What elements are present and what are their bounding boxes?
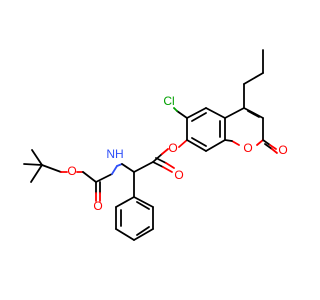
carbamate-oxygen-label: O — [67, 164, 76, 178]
bond-lines — [23, 49, 278, 241]
ester-oxygen-label: O — [168, 141, 177, 155]
atom-labels: Cl NH O O O O O O — [67, 94, 287, 213]
molecular-structure-diagram: Cl NH O O O O O O — [23, 49, 288, 241]
ring-oxygen-label: O — [243, 141, 252, 155]
nitrogen-amine-label: NH — [106, 147, 123, 161]
carbamate-carbonyl-oxygen-label: O — [93, 199, 102, 213]
lactone-carbonyl-oxygen-label: O — [278, 143, 287, 157]
ester-carbonyl-oxygen-label: O — [174, 168, 183, 182]
chlorine-atom-label: Cl — [163, 94, 174, 108]
